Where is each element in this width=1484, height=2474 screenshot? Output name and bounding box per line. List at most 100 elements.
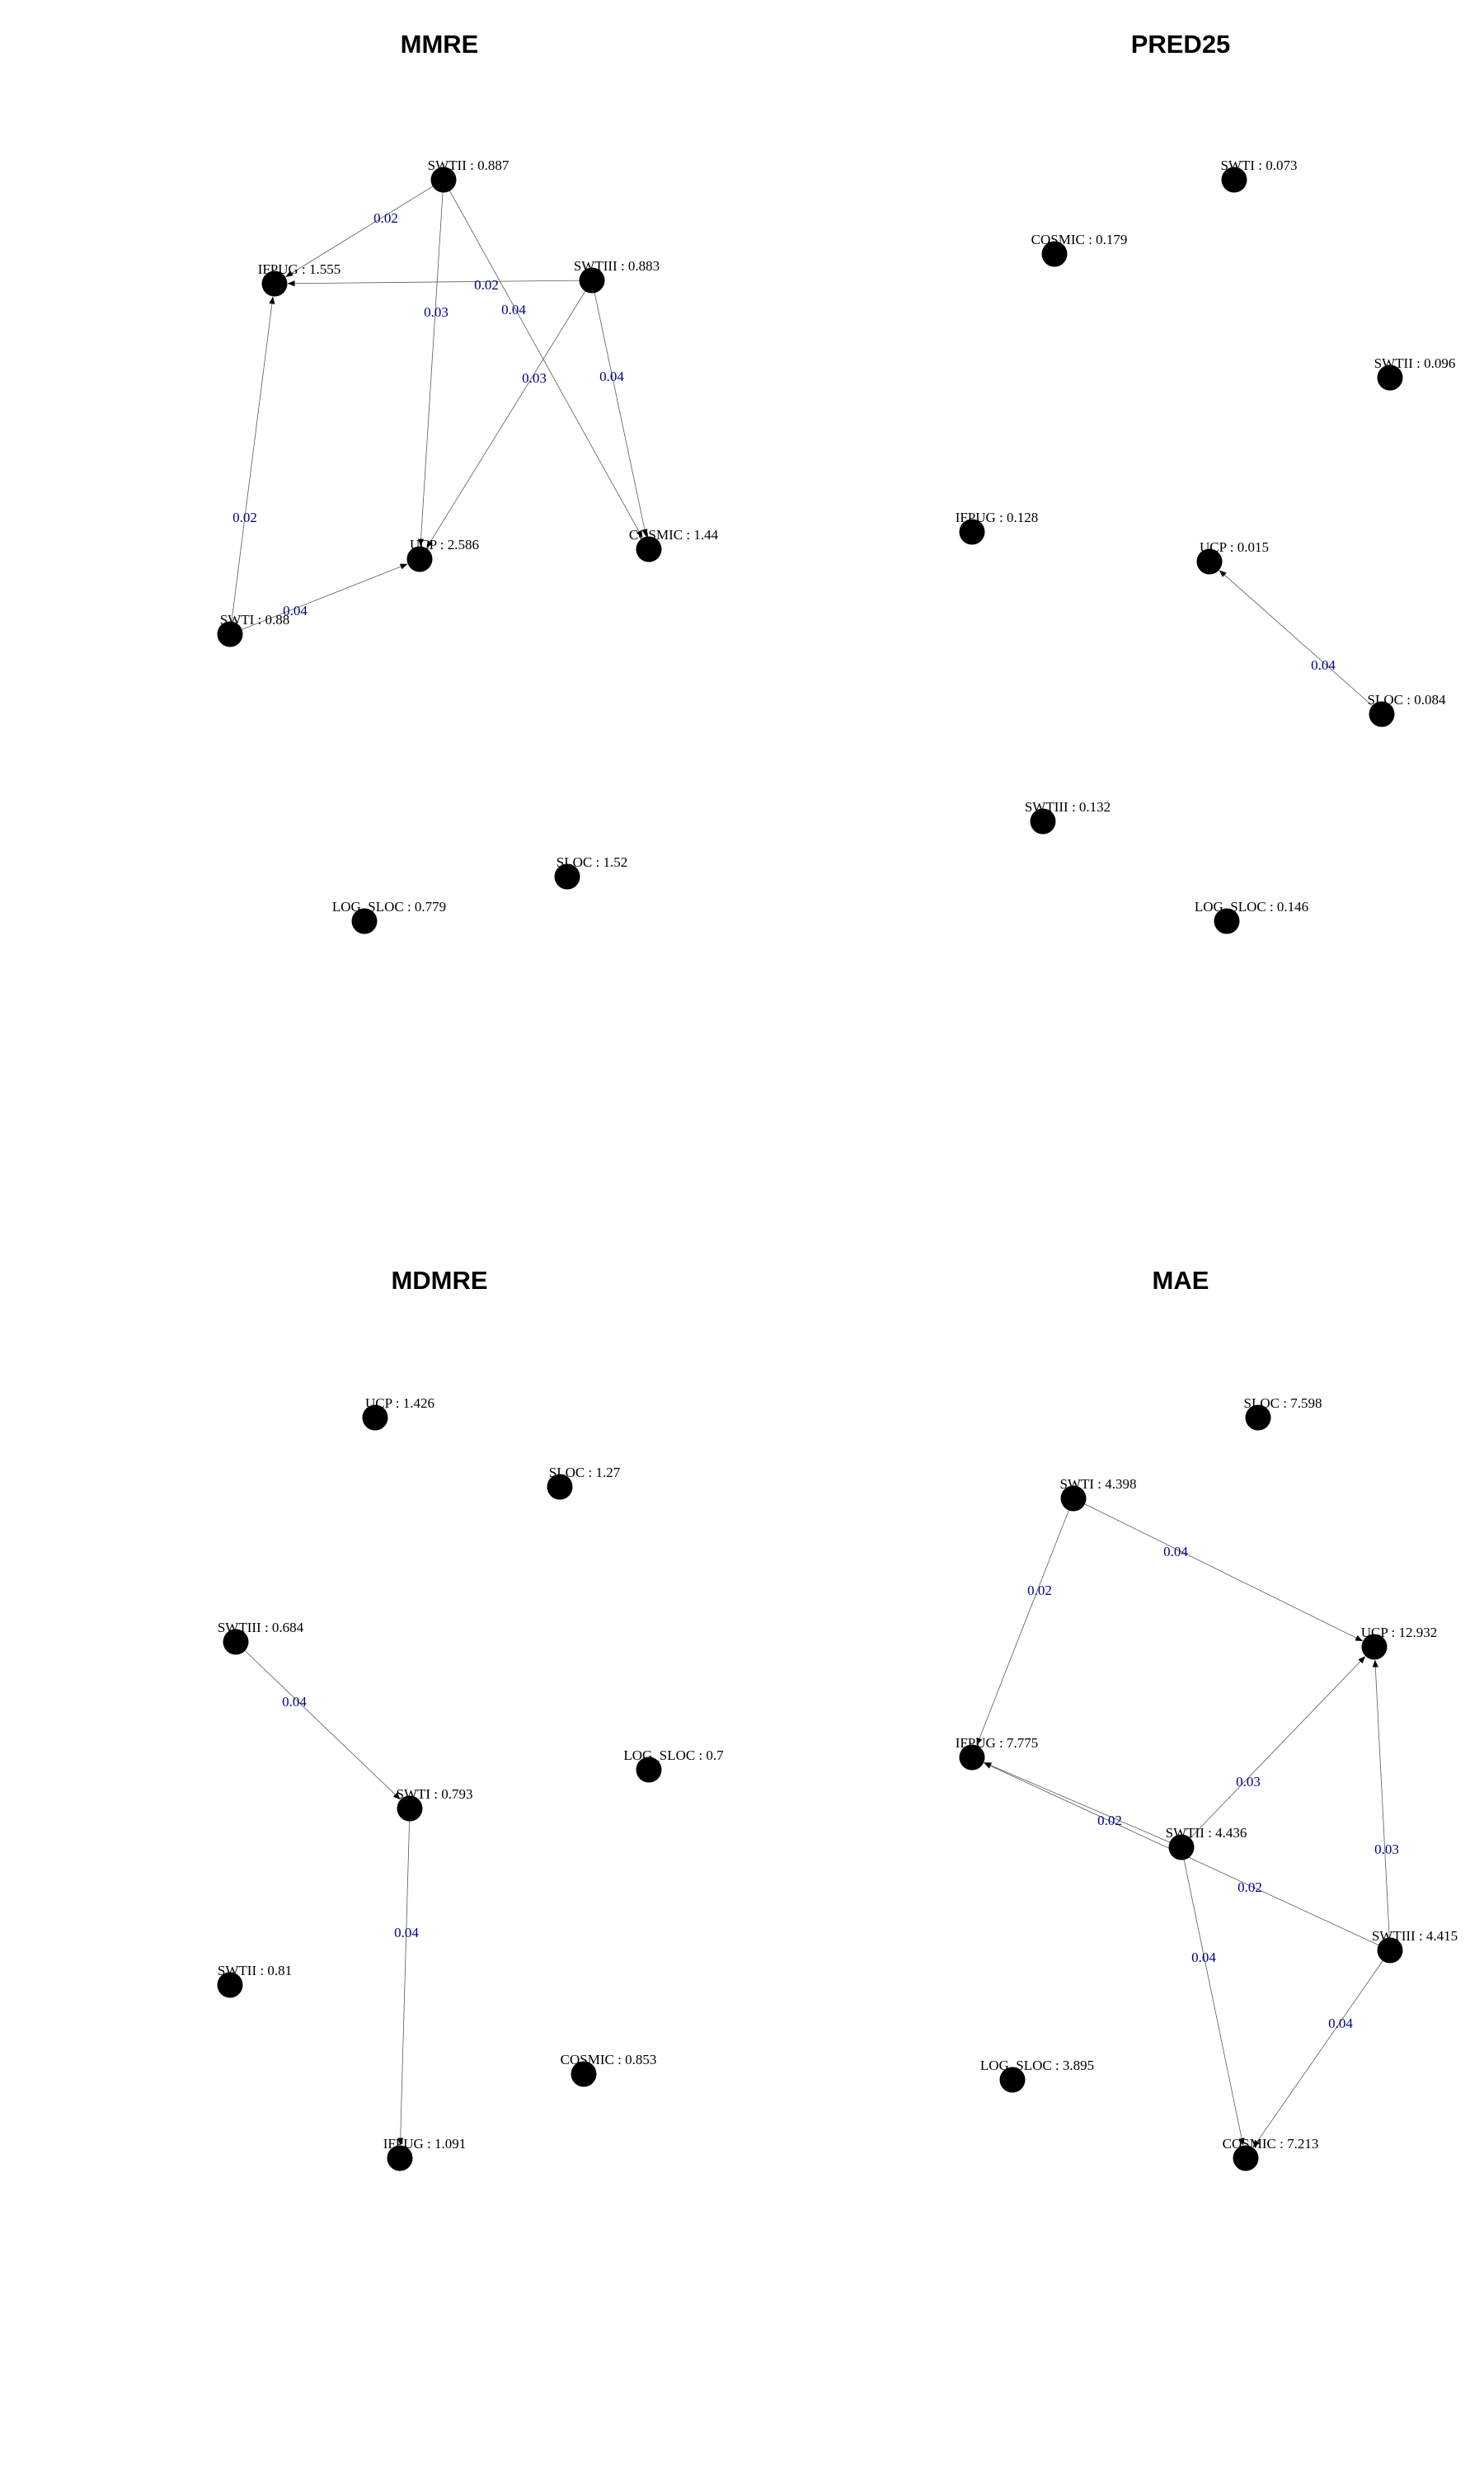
pred25-node-swtiii — [1030, 808, 1056, 835]
mmre-nodes — [217, 167, 662, 934]
mdmre-panel-title: MDMRE — [391, 1266, 487, 1295]
mmre-node-label-swti: SWTI : 0.88 — [220, 612, 290, 628]
pred25-node-label-cosmic: COSMIC : 0.179 — [1031, 232, 1128, 247]
mmre-node-log_sloc — [351, 908, 378, 934]
mae-nodes — [959, 1404, 1403, 2171]
pred25-node-ucp — [1196, 548, 1223, 575]
pred25-node-cosmic — [1041, 241, 1068, 267]
pred25-node-ifpug — [959, 519, 985, 545]
mmre-node-label-ucp: UCP : 2.586 — [410, 537, 479, 553]
mdmre-node-label-swtiii: SWTIII : 0.684 — [218, 1620, 304, 1635]
mdmre-node-sloc — [547, 1474, 573, 1500]
mdmre-node-swtii — [217, 1972, 243, 1998]
mdmre-node-log_sloc — [636, 1757, 662, 1783]
mae-edge-label-swtii-to-ucp: 0.03 — [1236, 1774, 1261, 1790]
mmre-edge-swtii-to-cosmic — [443, 179, 643, 539]
mae-edge-label-swtii-to-ifpug: 0.02 — [1097, 1813, 1122, 1828]
pred25-nodes — [959, 167, 1403, 934]
mmre-edge-swtii-to-ifpug — [285, 179, 444, 277]
mmre-node-label-swtiii: SWTIII : 0.883 — [574, 258, 660, 274]
mae-node-label-swti: SWTI : 4.398 — [1059, 1476, 1136, 1492]
mmre-node-label-sloc: SLOC : 1.52 — [556, 854, 627, 870]
mae-edge-label-swtii-to-cosmic: 0.04 — [1191, 1950, 1216, 1965]
mae-edge-swtii-to-cosmic — [1181, 1846, 1245, 2146]
mdmre-node-label-ucp: UCP : 1.426 — [365, 1395, 434, 1411]
mmre-edge-label-swtii-to-cosmic: 0.04 — [501, 302, 526, 317]
mmre-node-label-log_sloc: LOG_SLOC : 0.779 — [332, 899, 446, 915]
mae-node-label-swtii: SWTII : 4.436 — [1166, 1825, 1247, 1841]
mae-edge-label-swtiii-to-ifpug: 0.02 — [1237, 1879, 1262, 1895]
mmre-edge-swti-to-ucp — [229, 563, 408, 635]
mmre-node-ucp — [406, 546, 433, 572]
mae-panel-title: MAE — [1153, 1266, 1209, 1295]
mmre-edge-label-swtiii-to-cosmic: 0.04 — [599, 369, 624, 384]
pred25-node-swtii — [1377, 365, 1403, 391]
mmre-node-swti — [217, 621, 243, 647]
mdmre-node-label-log_sloc: LOG_SLOC : 0.7 — [623, 1747, 724, 1763]
mae-edge-swti-to-ucp — [1073, 1498, 1364, 1642]
mae-node-swtii — [1168, 1834, 1195, 1860]
mae-node-label-swtiii: SWTIII : 4.415 — [1372, 1928, 1458, 1944]
mdmre-node-label-sloc: SLOC : 1.27 — [549, 1465, 621, 1480]
mmre-panel-title: MMRE — [401, 30, 479, 59]
mae-node-label-ifpug: IFPUG : 7.775 — [956, 1735, 1039, 1751]
mae-edge-label-swti-to-ifpug: 0.02 — [1027, 1583, 1052, 1598]
mdmre-node-swtiii — [223, 1629, 249, 1655]
mdmre-node-ucp — [362, 1404, 388, 1431]
pred25-node-label-ucp: UCP : 0.015 — [1200, 539, 1269, 555]
pred25-node-label-swti: SWTI : 0.073 — [1220, 158, 1297, 173]
mae-node-cosmic — [1233, 2145, 1259, 2171]
mmre-node-label-swtii: SWTII : 0.887 — [428, 158, 510, 173]
mmre-edge-label-swtii-to-ifpug: 0.02 — [373, 210, 398, 226]
mmre-edge-swtiii-to-ucp — [426, 280, 593, 548]
mmre-edge-swtiii-to-ifpug — [287, 280, 593, 287]
pred25-panel-title: PRED25 — [1131, 30, 1231, 59]
mmre-node-swtiii — [579, 267, 605, 294]
mae-edge-swtiii-to-cosmic — [1252, 1950, 1391, 2148]
mae-edge-label-swtiii-to-ucp: 0.03 — [1374, 1841, 1399, 1857]
mae-edge-swtiii-to-ucp — [1372, 1659, 1391, 1951]
mdmre-node-label-cosmic: COSMIC : 0.853 — [561, 2052, 657, 2067]
mmre-node-sloc — [554, 863, 580, 890]
mmre-edge-swtii-to-ucp — [417, 179, 444, 547]
mae-node-log_sloc — [999, 2067, 1026, 2093]
mdmre-node-ifpug — [387, 2145, 413, 2171]
mae-edge-swtii-to-ifpug — [984, 1762, 1182, 1848]
pred25-edge-label-sloc-to-ucp: 0.04 — [1311, 657, 1336, 673]
mdmre-edge-swti-to-ifpug — [397, 1808, 411, 2146]
mdmre-edge-label-swti-to-ifpug: 0.04 — [394, 1925, 419, 1940]
mmre-edge-swti-to-ifpug — [229, 296, 275, 635]
mdmre-edges — [235, 1641, 411, 2146]
mmre-edge-label-swtii-to-ucp: 0.03 — [424, 304, 448, 320]
mdmre-node-label-swti: SWTI : 0.793 — [396, 1786, 472, 1802]
mmre-edge-swtiii-to-cosmic — [591, 280, 648, 537]
mae-node-label-log_sloc: LOG_SLOC : 3.895 — [980, 2058, 1094, 2073]
pred25-node-label-ifpug: IFPUG : 0.128 — [956, 510, 1039, 525]
mae-edge-swtii-to-ucp — [1181, 1656, 1366, 1848]
mdmre-edge-swtiii-to-swti — [235, 1641, 401, 1800]
mdmre-node-label-ifpug: IFPUG : 1.091 — [383, 2136, 467, 2152]
mmre-edge-label-swtiii-to-ucp: 0.03 — [522, 370, 547, 386]
mae-node-sloc — [1245, 1404, 1271, 1431]
mae-edge-label-swti-to-ucp: 0.04 — [1163, 1544, 1188, 1559]
mmre-node-label-cosmic: COSMIC : 1.44 — [629, 527, 719, 543]
mmre-node-label-ifpug: IFPUG : 1.555 — [258, 261, 341, 277]
mdmre-node-cosmic — [571, 2061, 597, 2087]
pred25-node-label-swtii: SWTII : 0.096 — [1374, 355, 1456, 371]
mae-edge-swti-to-ifpug — [976, 1498, 1074, 1746]
mmre-node-swtii — [430, 167, 457, 193]
mae-node-swti — [1060, 1485, 1087, 1512]
mae-node-ifpug — [959, 1744, 985, 1771]
pred25-node-label-swtiii: SWTIII : 0.132 — [1025, 799, 1111, 815]
mmre-edge-label-swtiii-to-ifpug: 0.02 — [474, 277, 499, 293]
pred25-node-log_sloc — [1214, 908, 1240, 934]
pred25-edges — [1219, 570, 1383, 715]
mdmre-node-swti — [397, 1795, 423, 1822]
